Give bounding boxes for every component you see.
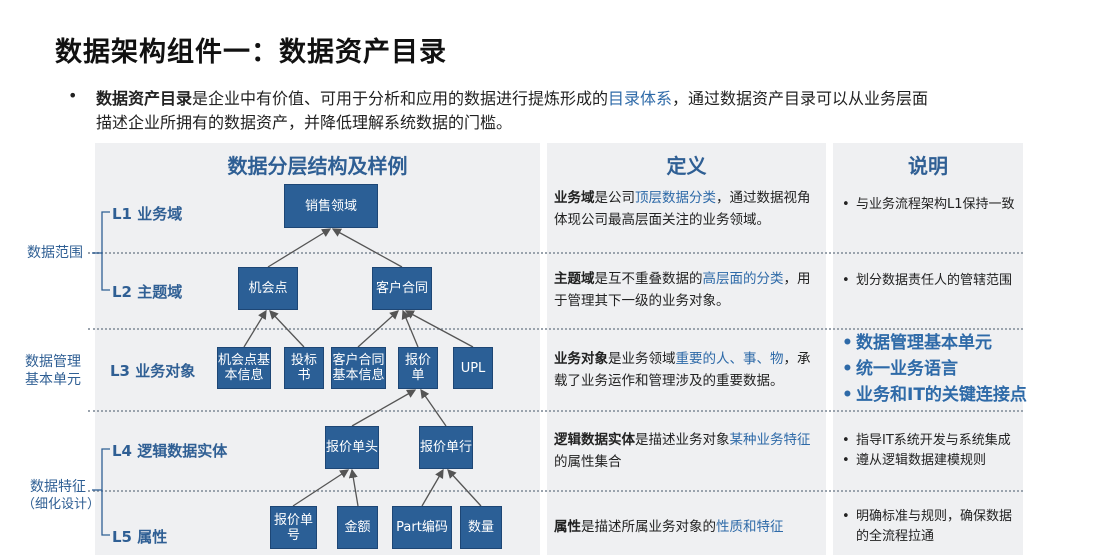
- node-box: 报价单行: [419, 426, 473, 469]
- node-box: UPL: [453, 347, 493, 389]
- def-highlight: 重要的人、事、物: [675, 351, 784, 367]
- intro-line-2: 描述企业所拥有的数据资产，并降低理解系统数据的门槛。: [96, 113, 513, 132]
- intro-line-1: 数据资产目录是企业中有价值、可用于分析和应用的数据进行提炼形成的目录体系，通过数…: [96, 85, 928, 109]
- definition-panel: [547, 143, 826, 555]
- node-box: 机会点: [238, 267, 298, 310]
- node-box: 报价单头: [325, 426, 379, 469]
- level-label-l3: L3 业务对象: [110, 362, 196, 380]
- intro-highlight: 目录体系: [608, 89, 673, 108]
- note-l4: 指导IT系统开发与系统集成遵从逻辑数据建模规则: [842, 431, 1022, 471]
- def-text: 是互不重叠数据的: [594, 271, 703, 287]
- side-label-unit-line2: 基本单元: [25, 372, 81, 388]
- divider: [88, 252, 1023, 254]
- note-l3: 数据管理基本单元统一业务语言业务和IT的关键连接点: [842, 330, 1032, 408]
- node-box: 机会点基本信息: [217, 347, 271, 389]
- definition-l5: 属性是描述所属业务对象的性质和特征: [554, 516, 829, 538]
- node-box: 金额: [337, 506, 378, 549]
- side-label-feature-sub: （细化设计）: [22, 497, 101, 512]
- def-term: 属性: [554, 519, 581, 535]
- note-item: 遵从逻辑数据建模规则: [842, 451, 1022, 471]
- divider: [88, 328, 1023, 330]
- def-text: 的属性集合: [554, 454, 622, 470]
- divider: [88, 490, 1023, 492]
- intro-text: 是企业中有价值、可用于分析和应用的数据进行提炼形成的: [192, 89, 609, 108]
- level-label-l1: L1 业务域: [112, 205, 183, 223]
- side-label-feature: 数据特征: [30, 479, 86, 495]
- note-item: 业务和IT的关键连接点: [842, 382, 1032, 408]
- note-item: 统一业务语言: [842, 356, 1032, 382]
- note-item: 划分数据责任人的管辖范围: [842, 271, 1022, 291]
- node-box: 报价单号: [270, 506, 317, 549]
- node-box: Part编码: [392, 506, 452, 549]
- side-label-unit: 数据管理基本单元: [25, 353, 81, 389]
- node-box: 销售领域: [284, 184, 378, 228]
- definition-l1: 业务域是公司顶层数据分类，通过数据视角体现公司最高层面关注的业务领域。: [554, 187, 816, 231]
- note-item: 数据管理基本单元: [842, 330, 1032, 356]
- node-box: 投标书: [284, 347, 324, 389]
- node-box: 报价单: [398, 347, 438, 389]
- def-text: 是描述业务对象: [635, 432, 730, 448]
- definition-header: 定义: [666, 154, 707, 178]
- bullet-dot: •: [68, 86, 78, 105]
- level-label-l5: L5 属性: [112, 528, 168, 546]
- side-label-unit-line1: 数据管理: [25, 354, 81, 370]
- def-highlight: 性质和特征: [716, 519, 784, 535]
- def-highlight: 某种业务特征: [729, 432, 811, 448]
- def-highlight: 顶层数据分类: [635, 190, 716, 206]
- definition-l2: 主题域是互不重叠数据的高层面的分类，用于管理其下一级的业务对象。: [554, 268, 816, 312]
- explanation-header: 说明: [908, 154, 948, 178]
- def-text: 是业务领域: [608, 351, 676, 367]
- note-item: 明确标准与规则，确保数据的全流程拉通: [842, 507, 1022, 547]
- def-text: ，用于管理其下一级的业务对象。: [554, 271, 811, 309]
- node-box: 客户合同基本信息: [331, 347, 386, 389]
- note-l2: 划分数据责任人的管辖范围: [842, 271, 1022, 291]
- def-term: 业务域: [554, 190, 595, 206]
- def-text: 是公司: [594, 190, 636, 206]
- def-term: 业务对象: [554, 351, 608, 367]
- level-label-l2: L2 主题域: [112, 283, 183, 301]
- node-box: 客户合同: [372, 267, 432, 310]
- node-box: 数量: [460, 506, 502, 549]
- divider: [88, 410, 1023, 412]
- note-item: 指导IT系统开发与系统集成: [842, 431, 1022, 451]
- intro-bold: 数据资产目录: [96, 89, 193, 108]
- note-l5: 明确标准与规则，确保数据的全流程拉通: [842, 507, 1022, 547]
- def-text: 是描述所属业务对象的: [581, 519, 716, 535]
- def-text: ，通过数据视角体现公司最高层面关注的业务领域。: [554, 190, 811, 228]
- def-term: 逻辑数据实体: [554, 432, 635, 448]
- note-item: 与业务流程架构L1保持一致: [842, 195, 1022, 215]
- definition-l4: 逻辑数据实体是描述业务对象某种业务特征的属性集合: [554, 429, 816, 473]
- page-title: 数据架构组件一：数据资产目录: [55, 37, 447, 68]
- definition-l3: 业务对象是业务领域重要的人、事、物，承载了业务运作和管理涉及的重要数据。: [554, 348, 816, 392]
- note-l1: 与业务流程架构L1保持一致: [842, 195, 1022, 215]
- level-label-l4: L4 逻辑数据实体: [112, 442, 228, 460]
- intro-text: ，通过数据资产目录可以从业务层面: [672, 89, 929, 108]
- def-highlight: 高层面的分类: [702, 271, 784, 287]
- def-term: 主题域: [554, 271, 595, 287]
- def-text: ，承载了业务运作和管理涉及的重要数据。: [554, 351, 811, 389]
- structure-header: 数据分层结构及样例: [227, 154, 408, 178]
- side-label-scope: 数据范围: [27, 245, 83, 261]
